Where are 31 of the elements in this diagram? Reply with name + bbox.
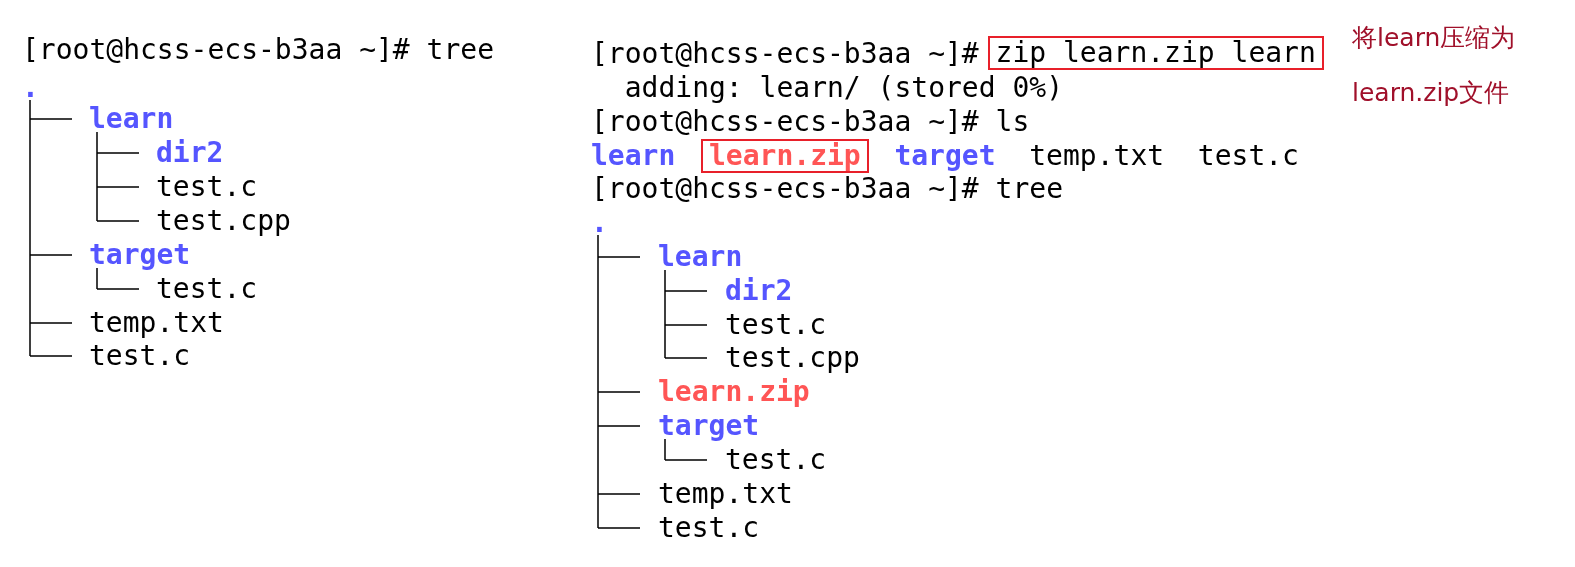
highlight-box: learn.zip bbox=[701, 139, 869, 173]
file-name: learn.zip bbox=[658, 375, 810, 409]
terminal-text: test.cpp bbox=[156, 204, 291, 238]
terminal-text: test.c bbox=[156, 170, 258, 204]
terminal-text: test.cpp bbox=[725, 341, 860, 375]
directory-name: target bbox=[658, 409, 760, 443]
directory-name: learn bbox=[591, 139, 676, 173]
terminal-text: temp.txt bbox=[1029, 139, 1165, 173]
terminal-text: [root@hcss-ecs-b3aa ~]# bbox=[591, 37, 979, 71]
directory-name: . bbox=[22, 71, 39, 105]
terminal-text: temp.txt bbox=[89, 306, 224, 340]
terminal-text: test.c bbox=[89, 339, 191, 373]
terminal-text: test.c bbox=[658, 511, 760, 545]
terminal-text: test.c bbox=[156, 272, 258, 306]
directory-name: learn bbox=[89, 102, 174, 136]
highlight-box: zip learn.zip learn bbox=[987, 36, 1324, 70]
terminal-text: [root@hcss-ecs-b3aa ~]# tree bbox=[22, 33, 494, 67]
directory-name: . bbox=[591, 206, 608, 240]
terminal-text: test.c bbox=[1197, 139, 1299, 173]
terminal-text: test.c bbox=[725, 308, 827, 342]
terminal-text: test.c bbox=[725, 443, 827, 477]
terminal-text: [root@hcss-ecs-b3aa ~]# ls bbox=[591, 105, 1030, 139]
terminal-text: temp.txt bbox=[658, 477, 793, 511]
directory-name: target bbox=[89, 238, 191, 272]
directory-name: dir2 bbox=[156, 136, 224, 170]
directory-name: target bbox=[894, 139, 996, 173]
directory-name: learn bbox=[658, 240, 743, 274]
annotation-text: 将learn压缩为learn.zip文件 bbox=[1352, 22, 1517, 109]
directory-name: dir2 bbox=[725, 274, 793, 308]
terminal-text: adding: learn/ (stored 0%) bbox=[624, 71, 1063, 105]
terminal-text: [root@hcss-ecs-b3aa ~]# tree bbox=[591, 172, 1063, 206]
